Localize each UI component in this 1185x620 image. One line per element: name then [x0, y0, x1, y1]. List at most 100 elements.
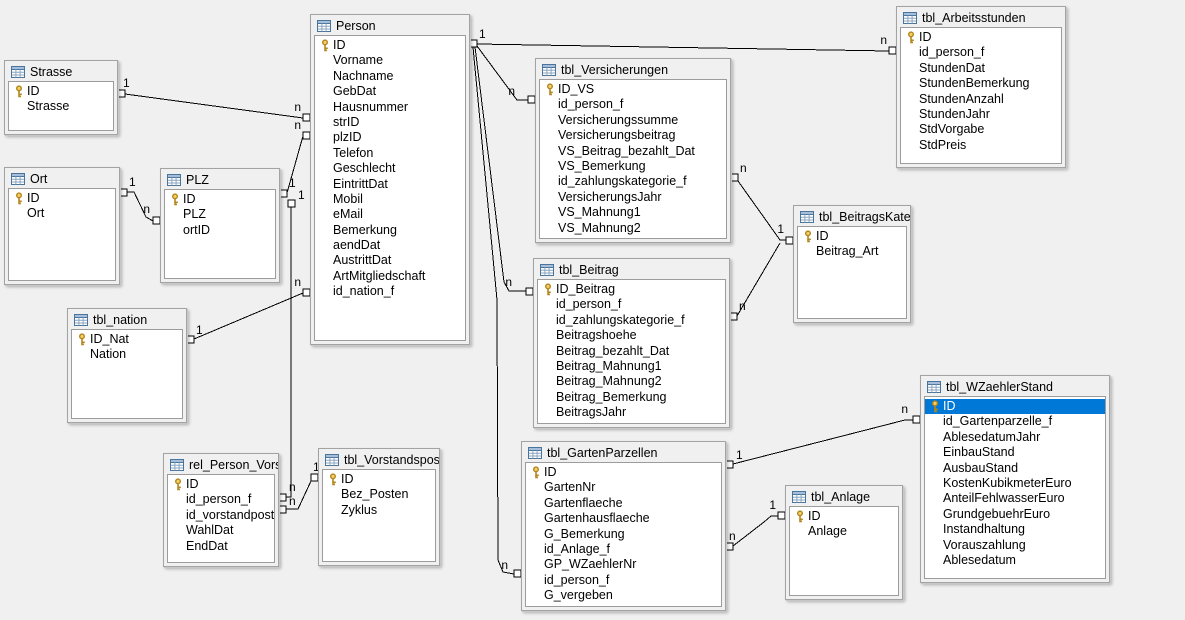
table-title-bar[interactable]: tbl_nation: [68, 309, 186, 329]
relationship-anchor[interactable]: [279, 189, 288, 198]
relationship-anchor[interactable]: [469, 39, 478, 48]
relationship-line-nation-person[interactable]: [193, 292, 304, 340]
field-row[interactable]: AustrittDat: [315, 253, 465, 268]
table-window-rel-person-vorstand[interactable]: rel_Person_VorstaIDid_person_fid_vorstan…: [163, 453, 279, 567]
table-title-bar[interactable]: tbl_Versicherungen: [536, 59, 730, 79]
table-title-bar[interactable]: tbl_Arbeitsstunden: [897, 7, 1065, 27]
relationship-anchor[interactable]: [513, 569, 522, 578]
table-title-bar[interactable]: tbl_BeitragsKateg: [794, 206, 910, 226]
field-row[interactable]: StdPreis: [901, 138, 1061, 153]
relationship-line-plz-person[interactable]: [286, 135, 304, 194]
field-row[interactable]: VS_Beitrag_bezahlt_Dat: [540, 144, 726, 159]
table-title-bar[interactable]: Strasse: [5, 61, 117, 81]
field-row[interactable]: ID: [168, 477, 274, 492]
relationship-anchor[interactable]: [527, 95, 536, 104]
relationship-anchor[interactable]: [278, 505, 287, 514]
relationship-anchor[interactable]: [302, 131, 311, 140]
field-row[interactable]: StundenJahr: [901, 107, 1061, 122]
field-row[interactable]: ID_Beitrag: [538, 282, 725, 297]
table-title-bar[interactable]: Person: [311, 15, 469, 35]
field-row[interactable]: ArtMitgliedschaft: [315, 269, 465, 284]
field-row[interactable]: WahlDat: [168, 523, 274, 538]
relationship-anchor[interactable]: [730, 173, 739, 182]
table-title-bar[interactable]: rel_Person_Vorsta: [164, 454, 278, 474]
relationship-anchor[interactable]: [278, 493, 287, 502]
field-row[interactable]: ID: [9, 191, 115, 206]
field-row[interactable]: Anlage: [790, 524, 898, 539]
field-row[interactable]: VS_Mahnung1: [540, 205, 726, 220]
relationship-line-person-arbeitsstunden[interactable]: [476, 43, 890, 52]
relationship-line-person-versicherungen[interactable]: [476, 45, 528, 101]
field-row[interactable]: ortID: [165, 223, 275, 238]
field-row[interactable]: ID_Nat: [72, 332, 182, 347]
field-row[interactable]: Hausnummer: [315, 100, 465, 115]
field-row[interactable]: id_vorstandposte: [168, 508, 274, 523]
field-row[interactable]: G_Bemerkung: [526, 527, 721, 542]
field-row[interactable]: eMail: [315, 207, 465, 222]
field-row[interactable]: id_zahlungskategorie_f: [540, 174, 726, 189]
field-row[interactable]: Mobil: [315, 192, 465, 207]
relationship-anchor[interactable]: [302, 113, 311, 122]
table-title-bar[interactable]: tbl_Anlage: [786, 486, 902, 506]
field-row[interactable]: plzID: [315, 130, 465, 145]
field-row[interactable]: AnteilFehlwasserEuro: [925, 491, 1105, 506]
field-row[interactable]: BeitragsJahr: [538, 405, 725, 420]
field-row[interactable]: Versicherungsbeitrag: [540, 128, 726, 143]
field-row[interactable]: StdVorgabe: [901, 122, 1061, 137]
relationship-line-person-beitrag[interactable]: [474, 46, 526, 292]
field-row[interactable]: Versicherungssumme: [540, 113, 726, 128]
field-row[interactable]: StundenAnzahl: [901, 92, 1061, 107]
field-row[interactable]: StundenDat: [901, 61, 1061, 76]
field-row[interactable]: id_person_f: [168, 492, 274, 507]
field-row[interactable]: ID: [925, 399, 1105, 415]
relationship-anchor[interactable]: [310, 473, 319, 482]
field-row[interactable]: id_zahlungskategorie_f: [538, 313, 725, 328]
field-row[interactable]: Bez_Posten: [323, 487, 435, 502]
relationship-anchor[interactable]: [152, 216, 161, 225]
table-title-bar[interactable]: PLZ: [161, 169, 279, 189]
table-title-bar[interactable]: tbl_Vorstandspos: [319, 449, 439, 469]
field-row[interactable]: ID: [901, 30, 1061, 45]
field-row[interactable]: Beitragshoehe: [538, 328, 725, 343]
field-row[interactable]: StundenBemerkung: [901, 76, 1061, 91]
field-row[interactable]: VS_Mahnung2: [540, 221, 726, 236]
field-row[interactable]: Vorname: [315, 53, 465, 68]
field-row[interactable]: ID: [526, 465, 721, 480]
table-title-bar[interactable]: tbl_Beitrag: [534, 259, 729, 279]
field-row[interactable]: VS_Bemerkung: [540, 159, 726, 174]
field-row[interactable]: Beitrag_Mahnung1: [538, 359, 725, 374]
relationship-anchor[interactable]: [888, 46, 897, 55]
field-row[interactable]: Strasse: [9, 99, 113, 114]
relationship-line-vorstandspos-relvorstand[interactable]: [286, 480, 312, 510]
relationship-anchor[interactable]: [287, 199, 296, 208]
field-row[interactable]: ID_VS: [540, 82, 726, 97]
relationship-line-anlage-gartenparzellen[interactable]: [732, 515, 778, 547]
relationship-anchor[interactable]: [119, 188, 128, 197]
field-row[interactable]: EinbauStand: [925, 445, 1105, 460]
field-row[interactable]: Geschlecht: [315, 161, 465, 176]
field-row[interactable]: id_Anlage_f: [526, 542, 721, 557]
field-row[interactable]: id_person_f: [538, 297, 725, 312]
relationship-line-versicherungen-beitragskateg[interactable]: [737, 180, 786, 241]
field-row[interactable]: Gartenhausflaeche: [526, 511, 721, 526]
relationship-anchor[interactable]: [725, 460, 734, 469]
field-row[interactable]: AusbauStand: [925, 461, 1105, 476]
field-row[interactable]: ID: [315, 38, 465, 53]
relationship-line-person-relvorstand[interactable]: [286, 207, 292, 498]
field-row[interactable]: PLZ: [165, 207, 275, 222]
relationship-anchor[interactable]: [186, 335, 195, 344]
field-row[interactable]: id_Gartenparzelle_f: [925, 414, 1105, 429]
field-row[interactable]: GebDat: [315, 84, 465, 99]
field-row[interactable]: Beitrag_Bemerkung: [538, 390, 725, 405]
field-row[interactable]: id_person_f: [526, 573, 721, 588]
